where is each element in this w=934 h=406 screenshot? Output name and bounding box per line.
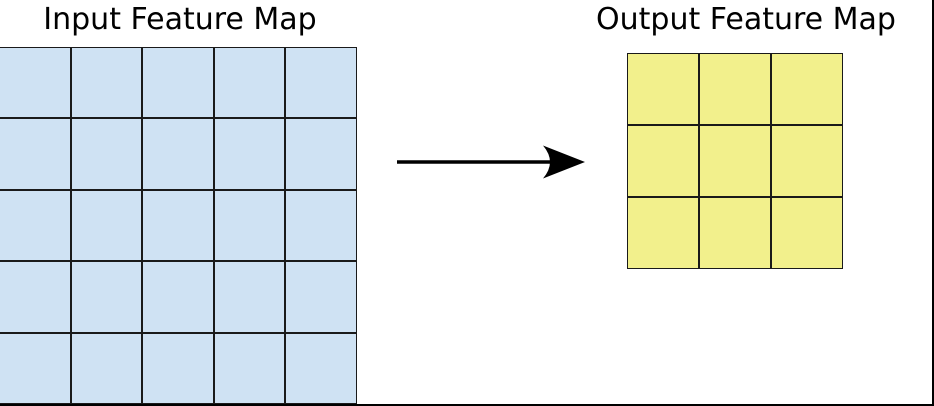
arrow-icon [397,145,585,179]
output-feature-map-grid [627,53,843,269]
input-map-cell [213,332,286,404]
input-map-cell [142,261,214,333]
input-map-cell [213,47,286,119]
input-map-cell [142,118,214,190]
output-map-cell [627,53,699,125]
input-feature-map-grid [0,47,357,404]
output-map-cell [699,197,771,269]
input-map-cell [70,261,143,333]
input-map-cell [70,47,143,119]
input-map-title: Input Feature Map [43,2,317,37]
output-map-cell [771,125,843,197]
input-map-cell [285,47,357,119]
input-map-cell [142,332,214,404]
input-map-cell [0,118,71,190]
output-map-cell [771,197,843,269]
input-map-cell [0,189,71,262]
output-map-cell [699,53,771,125]
input-map-cell [142,47,214,119]
output-map-cell [627,125,699,197]
input-map-cell [213,189,286,262]
input-map-cell [0,47,71,119]
input-map-cell [285,189,357,262]
input-map-cell [285,332,357,404]
input-map-cell [70,189,143,262]
input-map-cell [142,189,214,262]
input-map-cell [213,118,286,190]
output-map-cell [627,197,699,269]
input-map-cell [0,261,71,333]
input-map-cell [70,118,143,190]
input-map-cell [0,332,71,404]
input-map-cell [285,118,357,190]
output-map-cell [771,53,843,125]
output-map-cell [699,125,771,197]
input-map-cell [285,261,357,333]
input-map-cell [70,332,143,404]
input-map-cell [213,261,286,333]
output-map-title: Output Feature Map [596,2,896,37]
